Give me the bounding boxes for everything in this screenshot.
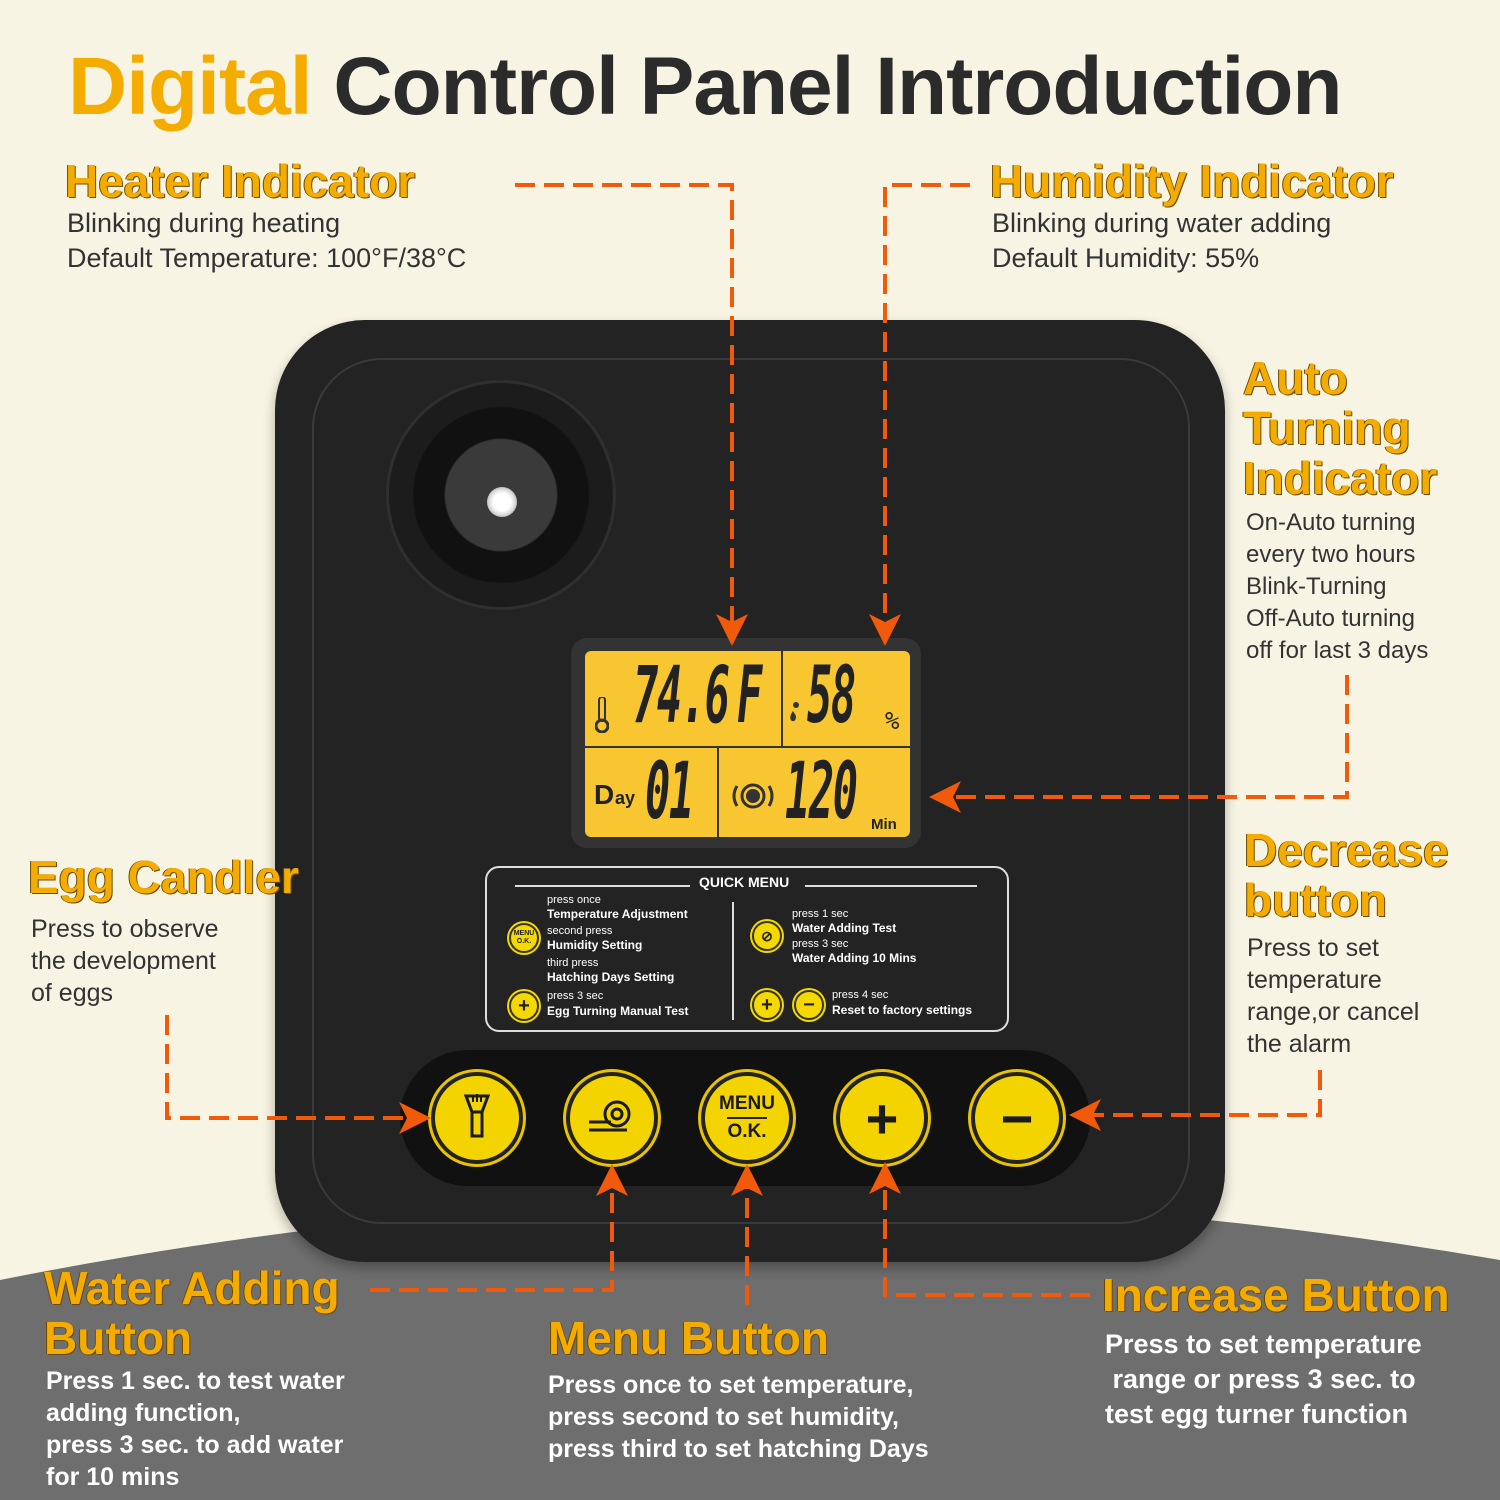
qm-action: Egg Turning Manual Test [547,1004,689,1018]
lcd-display: 74.6 F 58 % D ay 01 120 Min [585,651,910,837]
button-strip: MENU O.K. + − [400,1050,1090,1186]
menu-ok-button[interactable]: MENU O.K. [701,1072,793,1164]
water-adding-button[interactable] [566,1072,658,1164]
humidity-indicator-heading: Humidity Indicator [990,155,1394,207]
thermometer-icon [594,696,610,734]
qm-action: Water Adding Test [792,921,897,935]
increase-button-heading: Increase Button [1102,1269,1450,1321]
plus-icon: + [865,1086,899,1150]
qm-action: Reset to factory settings [832,1003,973,1017]
egg-candler-heading: Egg Candler [28,851,299,903]
lcd-turn-minutes: 120 [785,746,858,837]
heater-indicator-heading: Heater Indicator [65,155,416,207]
page-title: Digital Control Panel Introduction [68,40,1342,134]
qm-hint: second press [547,925,613,937]
qm-hint: press 3 sec [792,938,849,950]
plus-icon: + [752,990,782,1020]
qm-hint: press once [547,894,601,906]
lcd-humidity-unit: % [885,707,900,735]
flashlight-icon [462,1093,492,1143]
lcd-day-label-d: D [594,779,615,810]
title-highlight: Digital [68,41,313,132]
menu-button-desc: Press once to set temperature,press seco… [548,1371,929,1463]
lcd-temperature: 74.6 [633,651,730,742]
plus-icon: + [509,991,539,1021]
lcd-day-label-ay: ay [615,788,636,808]
qm-action: Water Adding 10 Mins [792,951,917,965]
menu-button-heading: Menu Button [548,1312,830,1364]
lcd-minutes-unit: Min [871,816,897,833]
menu-label: MENU [719,1093,775,1114]
title-rest: Control Panel Introduction [333,41,1342,132]
increase-button[interactable]: + [836,1072,928,1164]
minus-icon: − [794,990,824,1020]
water-drop-icon [788,701,800,723]
increase-button-desc: Press to set temperature range or press … [1105,1329,1422,1429]
qm-hint: third press [547,957,599,969]
qm-action: Temperature Adjustment [547,907,688,921]
qm-action: Humidity Setting [547,938,643,952]
lcd-humidity: 58 [807,651,856,742]
water-pump-icon [587,1096,637,1141]
egg-candler-button[interactable] [431,1072,523,1164]
qm-action: Hatching Days Setting [547,970,675,984]
turning-icon [731,781,775,811]
water-pump-icon: ⊘ [752,921,782,951]
ok-label: O.K. [727,1117,767,1145]
minus-icon: − [1000,1086,1034,1150]
lcd-temp-unit: F [737,651,762,742]
lcd-day: 01 [645,746,694,837]
qm-hint: press 3 sec [547,990,604,1002]
qm-hint: press 4 sec [832,989,889,1001]
qm-hint: press 1 sec [792,908,849,920]
quick-menu-title: QUICK MENU [699,874,790,890]
decrease-button[interactable]: − [971,1072,1063,1164]
candler-led-icon [487,487,517,517]
